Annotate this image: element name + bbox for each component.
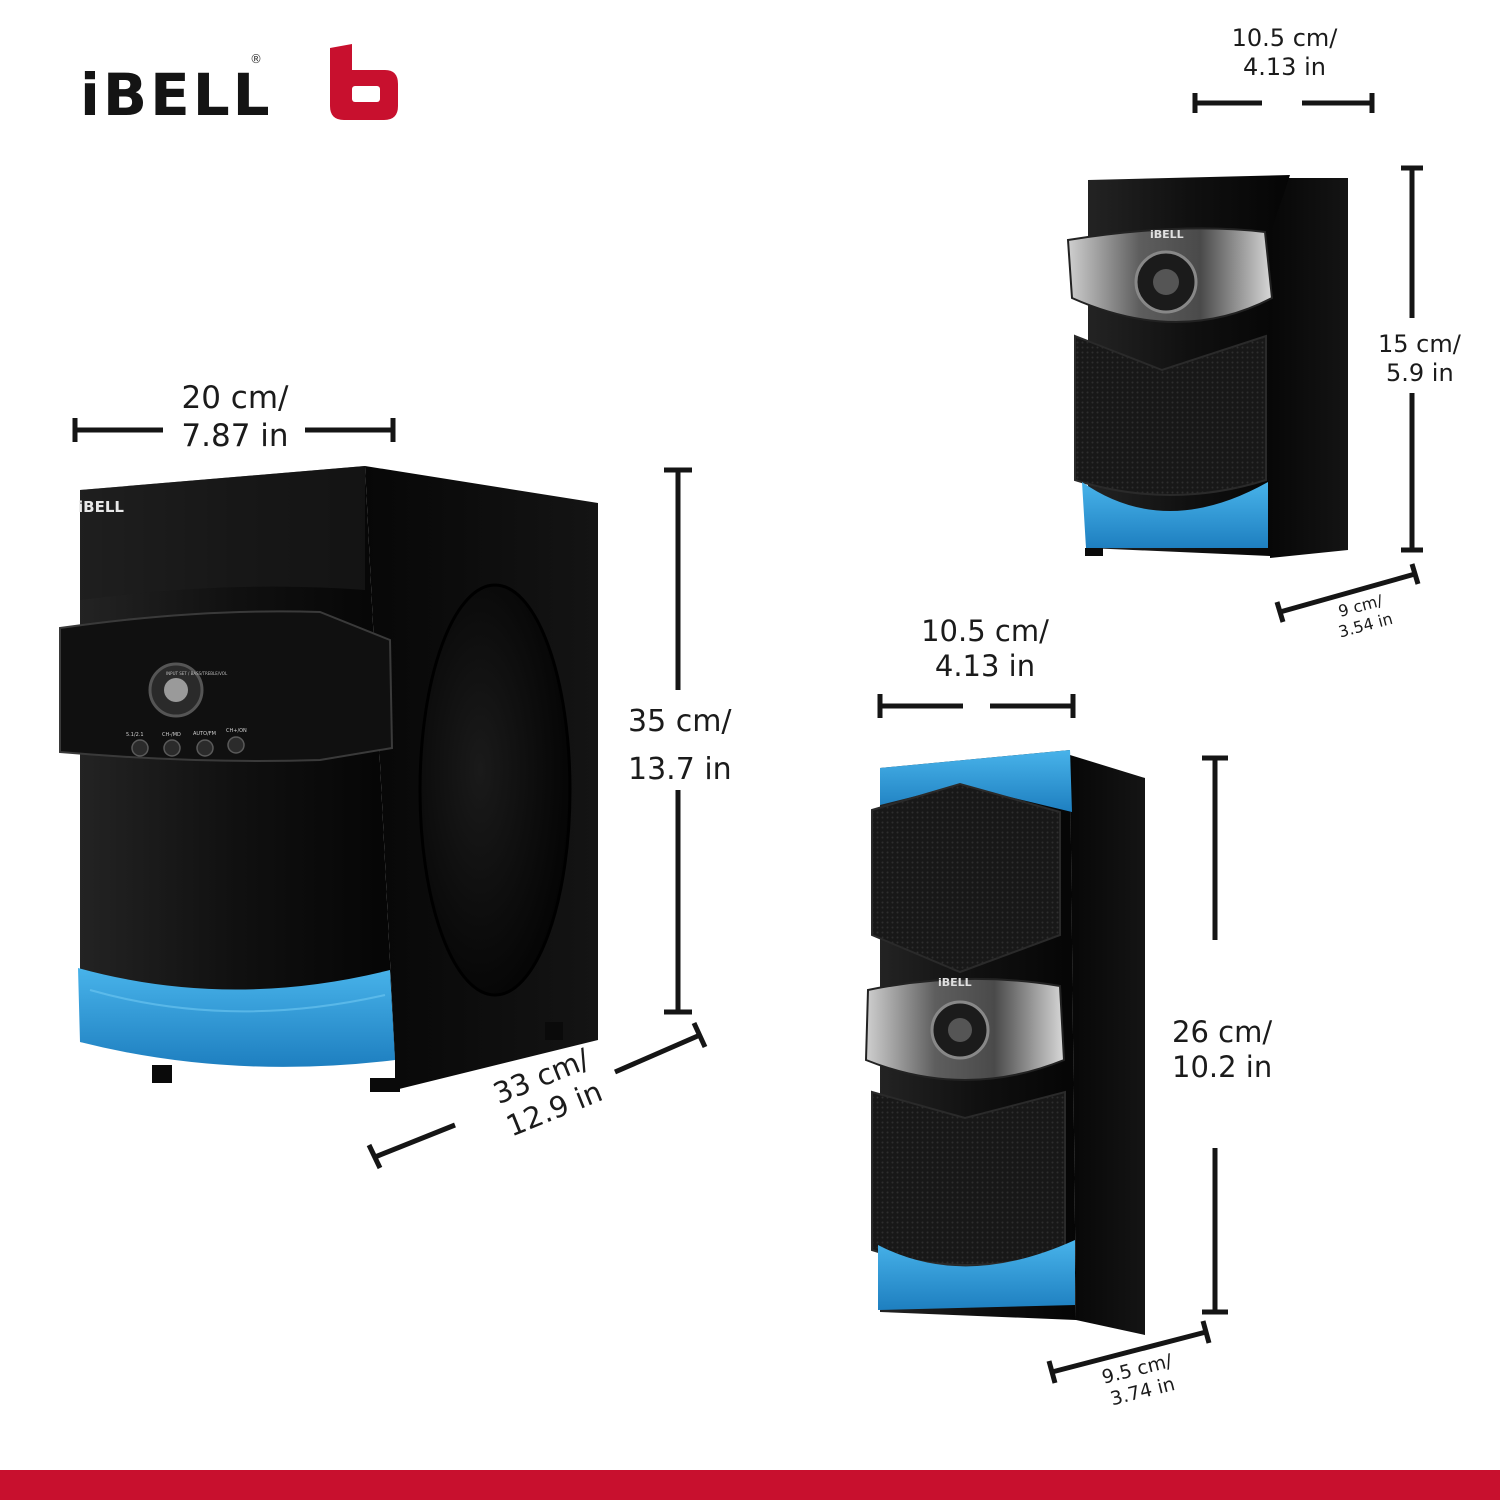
control-panel-label: INPUT SET / BASS/TREBLE/VOL (166, 671, 228, 676)
control-button (227, 736, 245, 754)
subwoofer-speaker (59, 466, 598, 1092)
brand-logo-icon (330, 44, 398, 120)
small-satellite-width-in: 4.13 in (1243, 53, 1326, 82)
woofer-grille (1074, 334, 1267, 496)
control-label-4: CH+/ON (226, 728, 247, 734)
control-button (163, 739, 181, 757)
upper-woofer-grille (871, 782, 1061, 974)
dimension-lines (72, 93, 1423, 1384)
subwoofer-width-cm: 20 cm/ (181, 380, 289, 416)
subwoofer-driver (418, 583, 572, 997)
control-button (131, 739, 149, 757)
subwoofer-height-in: 13.7 in (628, 752, 732, 787)
small-satellite-width-cm: 10.5 cm/ (1231, 24, 1338, 52)
small-satellite-height-in: 5.9 in (1386, 359, 1454, 388)
small-satellite-speaker (1066, 175, 1348, 558)
tall-satellite-height-in: 10.2 in (1172, 1050, 1273, 1085)
control-button (196, 739, 214, 757)
control-label-1: 5.1/2.1 (126, 732, 144, 738)
tall-satellite-logo: iBELL (938, 976, 972, 989)
subwoofer-width-in: 7.87 in (181, 417, 289, 454)
control-label-3: AUTO/FM (193, 731, 216, 737)
tall-satellite-width-in: 4.13 in (934, 649, 1036, 684)
small-satellite-height-cm: 15 cm/ (1378, 330, 1461, 358)
small-satellite-logo: iBELL (1150, 228, 1184, 241)
tall-satellite-width-label: 10.5 cm/ 4.13 in (910, 614, 1060, 685)
subwoofer-width-label: 20 cm/ 7.87 in (150, 380, 320, 456)
tall-satellite-height-label: 26 cm/ 10.2 in (1172, 1015, 1272, 1086)
small-satellite-height-label: 15 cm/ 5.9 in (1378, 330, 1461, 389)
tall-satellite-width-cm: 10.5 cm/ (921, 614, 1049, 648)
lower-woofer-grille (871, 1090, 1066, 1266)
control-label-2: CH-/MD (162, 732, 181, 738)
subwoofer-logo: iBELL (78, 498, 124, 516)
small-satellite-width-label: 10.5 cm/ 4.13 in (1212, 24, 1357, 83)
brand-logo-text: iBELL (80, 61, 273, 129)
registered-mark: ® (250, 52, 262, 66)
subwoofer-height-cm: 35 cm/ (628, 704, 732, 739)
tall-satellite-speaker (864, 750, 1145, 1335)
footer-band (0, 1470, 1500, 1500)
tall-satellite-height-cm: 26 cm/ (1172, 1015, 1273, 1049)
subwoofer-height-label: 35 cm/ 13.7 in (628, 698, 732, 794)
